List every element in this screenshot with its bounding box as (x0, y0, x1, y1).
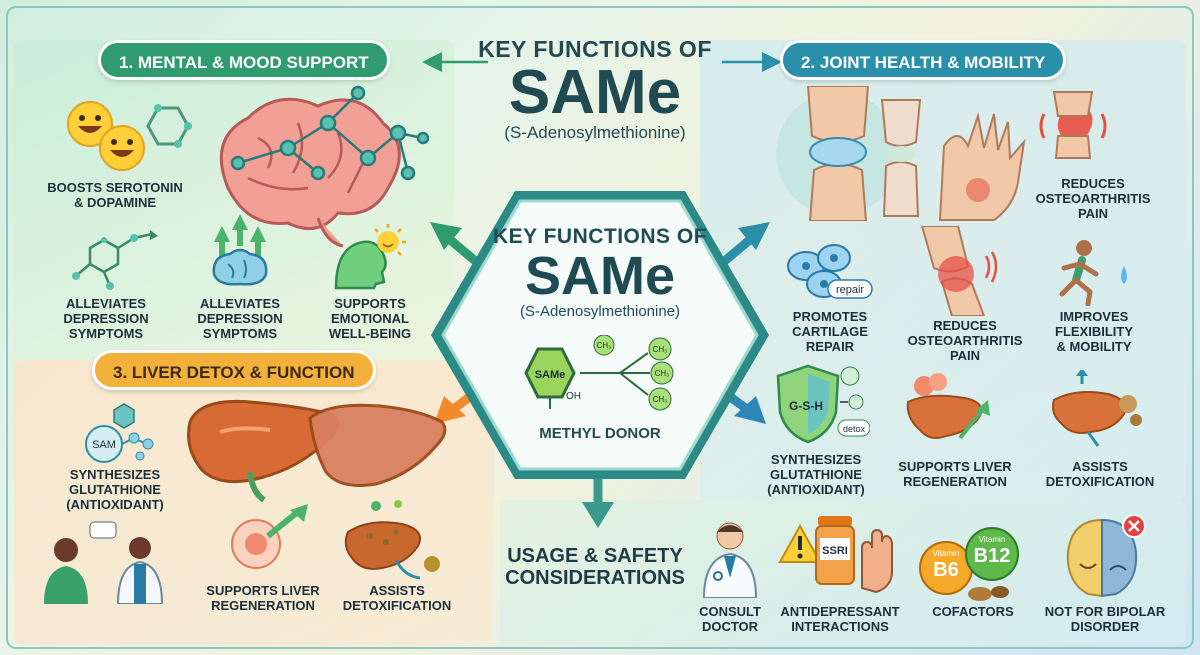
doctor-icon (702, 522, 758, 598)
liver-detox-icon (1052, 370, 1142, 447)
vitamin-cofactors-icon: Vitamin B6 Vitamin B12 (919, 527, 1019, 601)
cartilage-cells-icon: repair (787, 244, 873, 299)
safety-item-4-text: NOT FOR BIPOLAR DISORDER (1044, 604, 1166, 634)
brain-network-icon (219, 85, 430, 248)
safety-item-3-text: COFACTORS (932, 604, 1014, 619)
joint-item-4-text: IMPROVES FLEXIBILITY & MOBILITY (1055, 309, 1133, 354)
brain-arrows-icon (212, 214, 268, 286)
mental-item-1-label: BOOSTS SEROTONIN & DOPAMINE (40, 180, 190, 210)
mental-item-4-text: SUPPORTS EMOTIONAL WELL-BEING (328, 296, 412, 341)
joint-item-7-text: ASSISTS DETOXIFICATION (1045, 459, 1155, 489)
ch3-label-4: CH₃ (653, 395, 668, 404)
ch3-label-2: CH₃ (653, 345, 668, 354)
glutathione-shield-icon: G-S-H detox (776, 364, 870, 444)
methyl-molecule-icon: SAMe OH CH₃ CH₃ CH₃ CH₃ (524, 335, 674, 411)
b6-label: B6 (933, 559, 959, 581)
liver-item-2-text: SUPPORTS LIVER REGENERATION (206, 583, 320, 613)
safety-title-text: USAGE & SAFETY CONSIDERATIONS (505, 545, 685, 589)
liver-item-3-text: ASSISTS DETOXIFICATION (342, 583, 452, 613)
repair-tag: repair (836, 284, 864, 296)
mental-item-3-label: ALLEVIATES DEPRESSION SYMPTOMS (180, 296, 300, 341)
chemical-structure-icon (72, 230, 158, 290)
ch3-label-3: CH₃ (655, 369, 670, 378)
sam-tag: SAM (92, 439, 116, 451)
main-title-prefix: KEY FUNCTIONS OF (478, 36, 712, 62)
main-title: KEY FUNCTIONS OF SAMe (S-Adenosylmethion… (450, 36, 740, 143)
liver-item-3-label: ASSISTS DETOXIFICATION (332, 583, 462, 613)
joint-item-7-label: ASSISTS DETOXIFICATION (1030, 459, 1170, 489)
joint-item-2-text: PROMOTES CARTILAGE REPAIR (792, 309, 868, 354)
main-title-same: SAMe (508, 58, 682, 127)
liver-detox-small-icon (344, 500, 440, 580)
joint-item-1-text: REDUCES OSTEOARTHRITIS PAIN (1035, 176, 1151, 221)
outer-frame (6, 6, 1194, 649)
joint-item-6-text: SUPPORTS LIVER REGENERATION (898, 459, 1012, 489)
joint-item-3-text: REDUCES OSTEOARTHRITIS PAIN (907, 318, 1023, 363)
antidepressant-warning-icon: SSRI (778, 516, 893, 594)
molecule-label: SAMe (535, 369, 566, 381)
joint-item-3-label: REDUCES OSTEOARTHRITIS PAIN (890, 318, 1040, 363)
center-title: KEY FUNCTIONS OF SAMe (S-Adenosylmethion… (460, 225, 740, 320)
safety-item-4-label: NOT FOR BIPOLAR DISORDER (1030, 604, 1180, 634)
gsh-label: G-S-H (789, 399, 823, 413)
vitamin-word-2: Vitamin (979, 535, 1006, 544)
joint-item-1-label: REDUCES OSTEOARTHRITIS PAIN (1018, 176, 1168, 221)
joint-item-5-label: SYNTHESIZES GLUTATHIONE (ANTIOXIDANT) (756, 452, 876, 497)
cell-growth-icon (231, 504, 308, 569)
joint-item-5-text: SYNTHESIZES GLUTATHIONE (ANTIOXIDANT) (767, 452, 865, 497)
bipolar-faces-icon (1066, 514, 1146, 598)
liver-item-1-label: SYNTHESIZES GLUTATHIONE (ANTIOXIDANT) (50, 467, 180, 512)
happy-head-sun-icon (334, 224, 406, 290)
joint-section-title: 2. JOINT HEALTH & MOBILITY (780, 40, 1067, 80)
smiley-faces-icon (67, 101, 145, 171)
safety-item-1-label: CONSULT DOCTOR (680, 604, 780, 634)
main-title-sub: (S-Adenosylmethionine) (504, 123, 686, 142)
liver-item-1-text: SYNTHESIZES GLUTATHIONE (ANTIOXIDANT) (66, 467, 164, 512)
running-person-icon (1059, 240, 1127, 306)
doctor-patient-icon (44, 521, 164, 604)
knee-hand-bones-icon (776, 86, 1107, 221)
ssri-label: SSRI (822, 545, 848, 557)
joint-item-6-label: SUPPORTS LIVER REGENERATION (885, 459, 1025, 489)
vitamin-word-1: Vitamin (933, 549, 960, 558)
detox-tag: detox (843, 424, 866, 434)
mental-section-title: 1. MENTAL & MOOD SUPPORT (98, 40, 390, 80)
molecule-small-icon (146, 104, 192, 148)
center-title-prefix: KEY FUNCTIONS OF (492, 225, 708, 248)
safety-item-3-label: COFACTORS (918, 604, 1028, 619)
mental-item-1-text: BOOSTS SEROTONIN & DOPAMINE (47, 180, 183, 210)
methyl-donor-caption: METHYL DONOR (539, 425, 661, 442)
safety-item-2-label: ANTIDEPRESSANT INTERACTIONS (770, 604, 910, 634)
mental-item-4-label: SUPPORTS EMOTIONAL WELL-BEING (310, 296, 430, 341)
joint-item-2-label: PROMOTES CARTILAGE REPAIR (770, 309, 890, 354)
ch3-label-1: CH₃ (597, 341, 612, 350)
liver-item-2-label: SUPPORTS LIVER REGENERATION (198, 583, 328, 613)
oh-label: OH (566, 391, 581, 402)
safety-section-title: USAGE & SAFETY CONSIDERATIONS (490, 545, 700, 589)
inflamed-knee-icon (920, 226, 998, 316)
liver-regeneration-icon (906, 373, 990, 440)
safety-item-2-text: ANTIDEPRESSANT INTERACTIONS (780, 604, 900, 634)
safety-item-1-text: CONSULT DOCTOR (699, 604, 761, 634)
center-title-same: SAMe (524, 246, 676, 306)
center-hexagon (431, 191, 769, 479)
liver-section-title: 3. LIVER DETOX & FUNCTION (92, 350, 376, 390)
liver-organs-icon (187, 399, 447, 503)
center-title-sub: (S-Adenosylmethionine) (519, 303, 681, 320)
mental-item-2-text: ALLEVIATES DEPRESSION SYMPTOMS (63, 296, 149, 341)
mental-item-2-label: ALLEVIATES DEPRESSION SYMPTOMS (46, 296, 166, 341)
joint-item-4-label: IMPROVES FLEXIBILITY & MOBILITY (1034, 309, 1154, 354)
b12-label: B12 (974, 545, 1011, 567)
sam-molecule-icon: SAM (85, 403, 154, 463)
mental-item-3-text: ALLEVIATES DEPRESSION SYMPTOMS (197, 296, 283, 341)
